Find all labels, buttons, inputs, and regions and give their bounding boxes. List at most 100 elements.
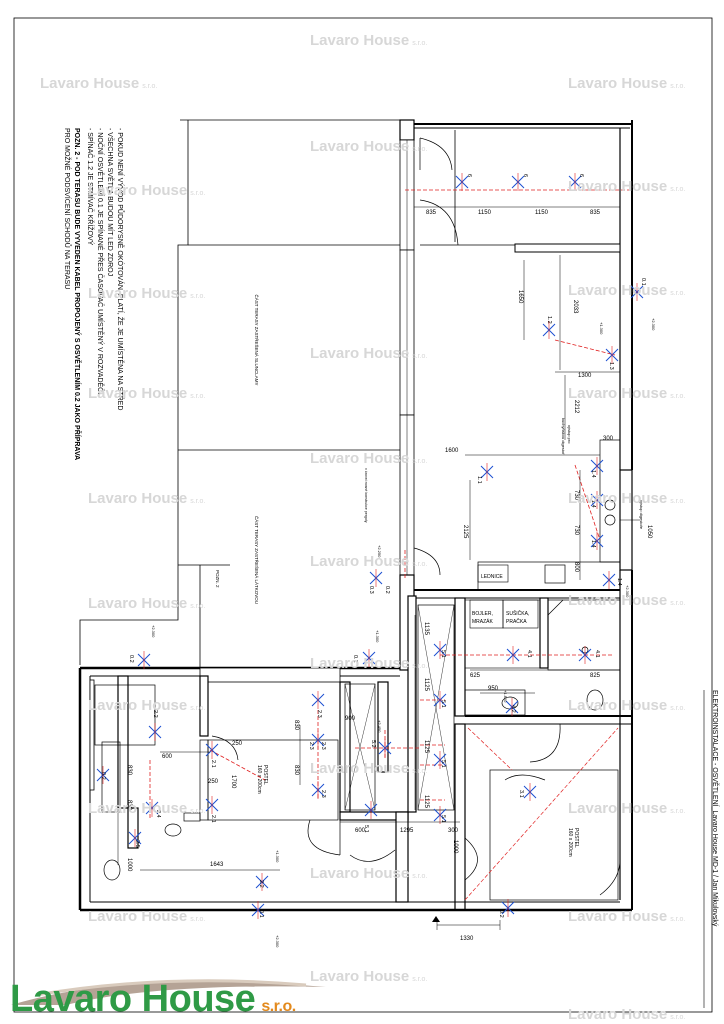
- bedroom2-diagonal-b: [467, 727, 513, 771]
- bed1-label: POSTEL: [262, 765, 268, 785]
- label-1-4c: 1.4: [590, 540, 596, 548]
- light-fixture-icon: [568, 173, 582, 191]
- watermark-brand: Lavaro House: [310, 760, 410, 777]
- dim-1000: 1000: [126, 858, 132, 872]
- dim-830c: 830: [126, 765, 132, 776]
- washer-label: PRAČKA: [506, 618, 527, 625]
- watermark-brand: Lavaro House: [88, 908, 188, 925]
- label-5-1c: 5.1: [440, 760, 446, 768]
- label-5-1e: 5.1: [363, 825, 369, 833]
- label-2-2b: 2.2: [152, 710, 158, 718]
- label-1-2: 1.2: [546, 316, 552, 324]
- label-h2300d: +2.300: [151, 625, 156, 638]
- watermark-suffix: s.r.o.: [190, 190, 206, 197]
- label-0-2c: 0.2: [498, 910, 504, 918]
- light-fixture-icon: [362, 649, 376, 667]
- light-fixture-icon: [128, 829, 142, 847]
- label-4-1a: 4.1: [526, 650, 532, 658]
- dim-1330: 1330: [460, 936, 474, 942]
- label-0-2d: 0.2: [100, 772, 106, 780]
- light-fixture-icon: [255, 873, 269, 891]
- label-1-4b: 1.4: [590, 500, 596, 508]
- light-fixture-icon: [542, 321, 556, 339]
- note-line-5: POZN. 2 - POD TERASU BUDE VYVEDEN KABEL …: [73, 128, 82, 460]
- watermark-suffix: s.r.o.: [670, 290, 686, 297]
- watermark-suffix: s.r.o.: [670, 916, 686, 923]
- label-2-1a: 2.1: [210, 760, 216, 768]
- note-line-2: - VŠECHNA SVĚTLA BUDOU MÍT LED ZDROJ: [106, 128, 115, 276]
- dim-1600: 1600: [445, 448, 459, 454]
- watermark-brand: Lavaro House: [40, 75, 140, 92]
- dim-825: 825: [590, 673, 601, 679]
- label-0-1a: 0.1: [640, 278, 646, 286]
- bed2-size: 160 x 200cm: [567, 828, 573, 857]
- light-fixture-icon: [605, 346, 619, 364]
- dim-1643: 1643: [210, 862, 224, 868]
- hood-note-3: výstup digestoře: [639, 500, 644, 530]
- dimension-lines: [117, 206, 640, 930]
- wiring: [149, 189, 630, 820]
- label-1-3: 1.3: [608, 362, 614, 370]
- watermark-brand: Lavaro House: [568, 908, 668, 925]
- watermark-brand: Lavaro House: [88, 800, 188, 817]
- watermark-brand: Lavaro House: [310, 345, 410, 362]
- watermark-brand: Lavaro House: [310, 138, 410, 155]
- label-h1800: +1.800: [503, 690, 508, 703]
- label-3-1: 3.1: [518, 790, 524, 798]
- watermark-suffix: s.r.o.: [190, 393, 206, 400]
- watermark-suffix: s.r.o.: [670, 1014, 686, 1021]
- dim-730b: 730: [573, 525, 579, 536]
- label-2-2a: 2.2: [258, 880, 264, 888]
- light-fixture-icon: [578, 646, 592, 664]
- light-fixture-icon: [590, 532, 604, 550]
- watermark-brand: Lavaro House: [88, 490, 188, 507]
- watermark-brand: Lavaro House: [568, 697, 668, 714]
- label-4-1b: 4.1: [594, 650, 600, 658]
- light-fixture-icon: [148, 723, 162, 741]
- light-fixture-icon: [501, 899, 515, 917]
- label-6a: 6: [466, 174, 472, 177]
- rail-note: v úrovni nosné konstrukce pergoly: [364, 468, 368, 523]
- watermark-suffix: s.r.o.: [412, 976, 428, 983]
- light-fixture-icon: [205, 741, 219, 759]
- watermark-brand: Lavaro House: [568, 178, 668, 195]
- logo-suffix: s.r.o.: [261, 998, 296, 1015]
- watermark-suffix: s.r.o.: [670, 83, 686, 90]
- label-h1300b: +1.300: [375, 630, 380, 643]
- dim-1000b: 1000: [452, 840, 458, 854]
- dim-900: 900: [345, 716, 356, 722]
- light-fixture-icon: [311, 781, 325, 799]
- door-swings: [211, 137, 621, 896]
- light-fixture-icon: [630, 283, 644, 301]
- label-2-4: 2.4: [155, 810, 161, 818]
- light-fixture-icon: [433, 691, 447, 709]
- fixtures: [94, 439, 621, 901]
- logo-brand: Lavaro House: [10, 978, 256, 1020]
- watermark-suffix: s.r.o.: [412, 663, 428, 670]
- light-fixture-icon: [378, 739, 392, 757]
- watermark-brand: Lavaro House: [310, 655, 410, 672]
- watermark-brand: Lavaro House: [88, 595, 188, 612]
- dim-730a: 730: [573, 490, 579, 501]
- watermark-suffix: s.r.o.: [412, 768, 428, 775]
- watermark-brand: Lavaro House: [568, 592, 668, 609]
- light-fixtures: [96, 173, 644, 919]
- light-fixture-icon: [369, 569, 383, 587]
- bedroom2-diagonal-a: [464, 727, 619, 901]
- light-fixture-icon: [251, 901, 265, 919]
- label-h1300a: +1.300: [599, 322, 604, 335]
- dryer-label: SUŠIČKA,: [506, 610, 529, 617]
- label-1-4d: 1.4: [616, 578, 622, 586]
- light-fixture-icon: [145, 799, 159, 817]
- label-1-4a: 1.4: [590, 470, 596, 478]
